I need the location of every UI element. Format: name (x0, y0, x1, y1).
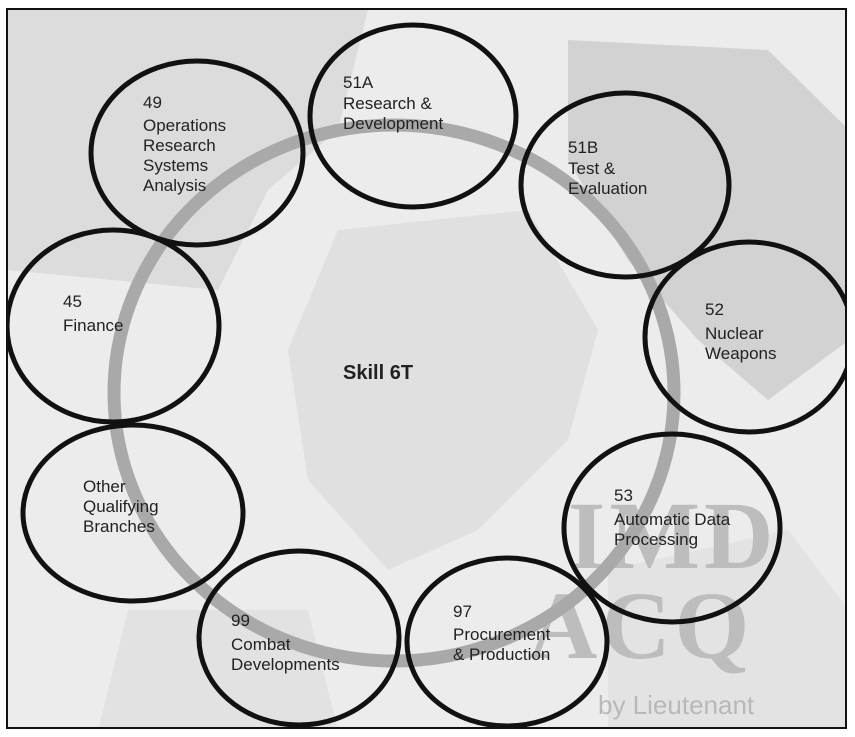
node-51a-code: 51A (343, 73, 374, 92)
circle-other (20, 422, 246, 604)
node-51b-title: Test & Evaluation (568, 159, 648, 198)
center-label: Skill 6T (343, 362, 414, 384)
node-45-title: Finance (63, 316, 124, 335)
circle-52 (642, 239, 845, 435)
node-99-code: 99 (231, 611, 250, 630)
node-45-code: 45 (63, 292, 82, 311)
circle-51b (518, 90, 732, 280)
background-byline: by Lieutenant (598, 690, 755, 720)
node-other-title: Other Qualifying Branches (83, 477, 159, 536)
circle-99 (196, 548, 402, 727)
node-51a-title: Research & Development (343, 94, 444, 133)
node-53-code: 53 (614, 486, 633, 505)
circle-45 (8, 227, 222, 425)
node-49-code: 49 (143, 93, 162, 112)
circle-51a (307, 22, 519, 210)
node-99-title: Combat Developments (231, 635, 340, 674)
circle-97 (404, 555, 610, 727)
diagram-svg (8, 22, 845, 727)
node-49-title: Operations Research Systems Analysis (143, 116, 227, 195)
node-97-code: 97 (453, 602, 472, 621)
node-53-title: Automatic Data Processing (614, 510, 731, 549)
node-52-code: 52 (705, 300, 724, 319)
node-51b-code: 51B (568, 138, 599, 157)
diagram-frame: IMD ACQ by Lieutenant 51A Research & Dev… (6, 8, 847, 729)
circle-49 (88, 58, 306, 248)
circle-53 (561, 431, 783, 625)
node-52-title: Nuclear Weapons (705, 324, 777, 363)
background-letters-2: ACQ (528, 572, 754, 679)
node-97-title: Procurement & Production (453, 625, 551, 664)
